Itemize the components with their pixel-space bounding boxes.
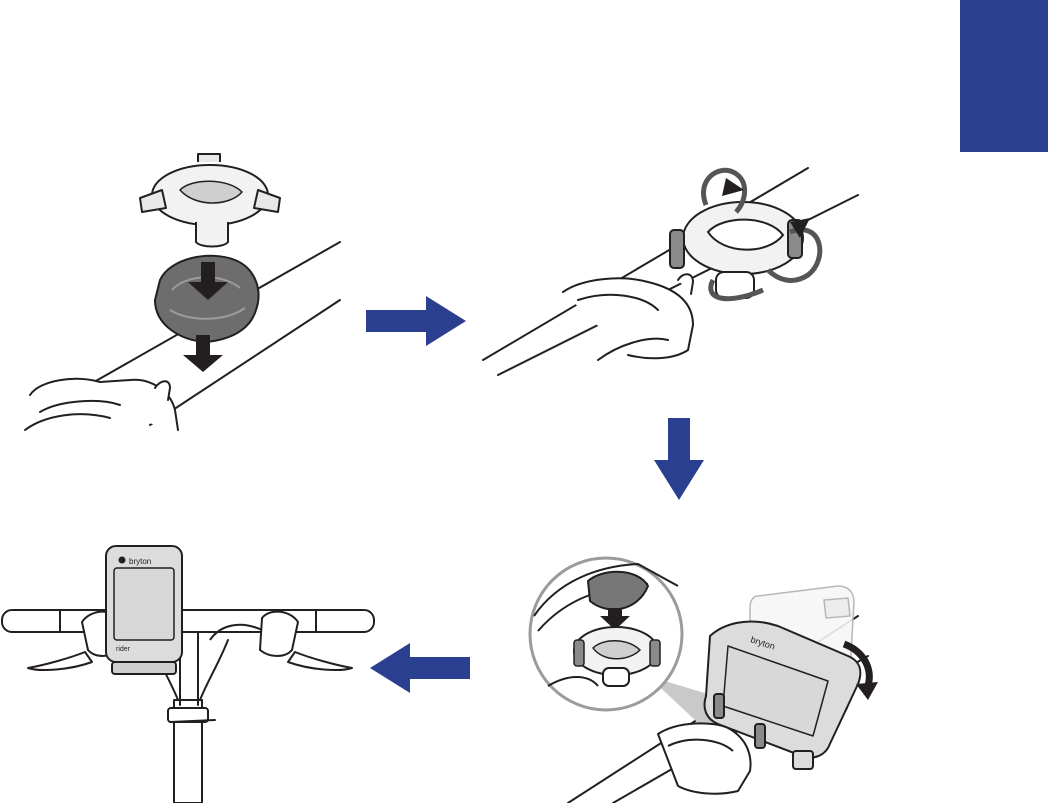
handlebar-icon xyxy=(2,610,374,632)
step-1-panel xyxy=(20,150,360,435)
flow-arrow-right xyxy=(366,296,468,346)
flow-arrow-left xyxy=(368,643,470,693)
device-icon: bryton rider xyxy=(106,546,182,674)
flow-arrow-down xyxy=(654,418,704,500)
magnify-detail-icon xyxy=(530,558,682,710)
svg-text:rider: rider xyxy=(116,646,131,653)
mount-bracket-icon xyxy=(140,154,280,247)
svg-text:bryton: bryton xyxy=(129,557,151,566)
section-tab xyxy=(960,0,1048,152)
step-4-panel: bryton rider xyxy=(0,540,380,803)
step-2-panel xyxy=(478,160,868,380)
step-3-panel: bryton xyxy=(528,556,888,803)
